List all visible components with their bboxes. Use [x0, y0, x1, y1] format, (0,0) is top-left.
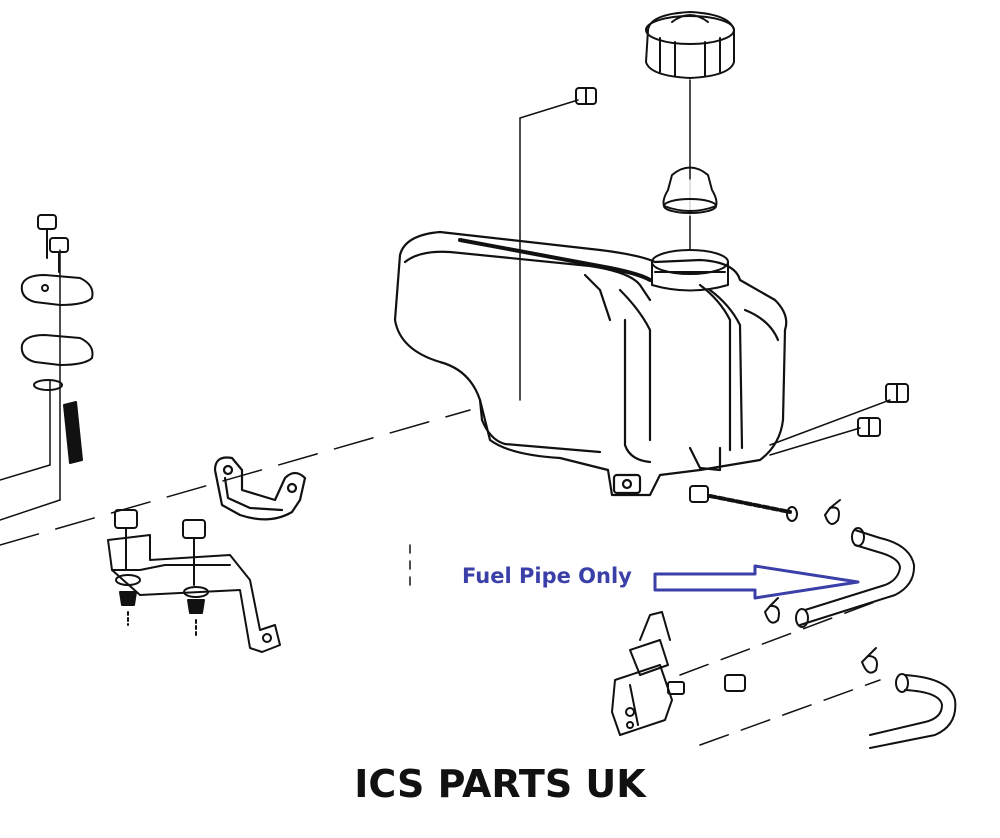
lower-pipe	[869, 673, 957, 749]
fuel-tap-screw	[724, 674, 746, 692]
fuel-tank	[393, 230, 788, 497]
tank-bolts-right	[857, 383, 909, 437]
hose-clips	[764, 499, 878, 674]
fuel-pipe	[795, 527, 916, 628]
tank-strap	[213, 456, 307, 521]
assembly-lines	[0, 79, 891, 746]
left-plates	[20, 274, 94, 464]
tank-front-bolt	[689, 485, 798, 522]
exploded-parts-diagram	[0, 11, 957, 749]
bracket-bolts	[114, 509, 209, 636]
fuel-pipe-label: Fuel Pipe Only	[462, 564, 632, 588]
cap-gasket	[662, 166, 718, 214]
fuel-cap	[645, 11, 735, 79]
tank-filler-neck	[651, 249, 729, 292]
brand-footer: ICS PARTS UK	[354, 762, 646, 806]
fuel-pipe-callout-arrow	[653, 564, 860, 600]
bolt-top	[575, 87, 597, 105]
left-bolts	[37, 214, 69, 273]
fuel-tap	[611, 611, 685, 736]
